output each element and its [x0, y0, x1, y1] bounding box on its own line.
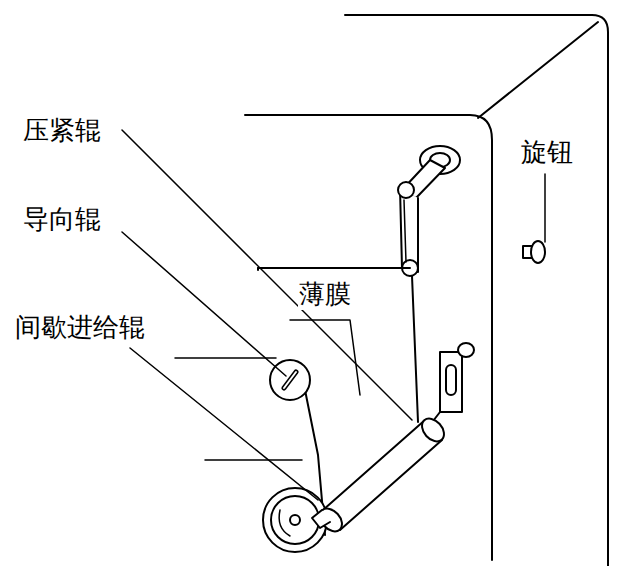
bracket [430, 343, 474, 425]
pressure-roller [312, 414, 448, 535]
leader-lines [122, 130, 545, 500]
part-label: 间歇进给辊 [14, 313, 146, 343]
part-label: 导向辊 [22, 205, 102, 235]
knob-symbol [523, 241, 545, 263]
part-label: 压紧辊 [22, 116, 102, 146]
housing-front [245, 115, 492, 560]
part-label: 旋钮 [520, 138, 574, 168]
housing-edge [478, 22, 598, 118]
guide-roller [270, 360, 310, 400]
upper-arm [398, 146, 460, 276]
part-label: 薄膜 [298, 280, 352, 310]
